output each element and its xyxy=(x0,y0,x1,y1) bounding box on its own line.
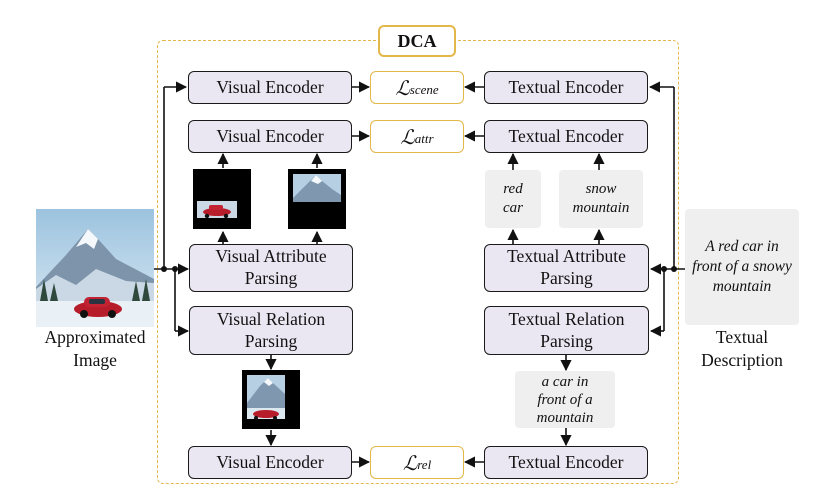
visual-attr-parsing-line2: Parsing xyxy=(244,268,298,288)
attr-phrase-1-line1: red xyxy=(503,180,523,197)
approximated-image xyxy=(36,209,154,327)
textual-description-box: A red car in front of a snowy mountain xyxy=(685,209,799,325)
visual-encoder-scene-label: Visual Encoder xyxy=(216,76,324,97)
rel-phrase-line1: a car in xyxy=(541,373,589,390)
loss-rel-subscript: rel xyxy=(417,456,432,472)
textual-attribute-parsing: Textual Attribute Parsing xyxy=(484,244,649,292)
visual-rel-parsing-line1: Visual Relation xyxy=(216,308,326,329)
loss-attr-subscript: attr xyxy=(414,130,434,146)
visual-encoder-rel: Visual Encoder xyxy=(188,446,352,479)
loss-scene-subscript: scene xyxy=(409,81,439,97)
textual-encoder-attr-label: Textual Encoder xyxy=(508,125,624,146)
approximated-caption-line2: Image xyxy=(73,349,117,370)
textual-encoder-rel: Textual Encoder xyxy=(484,446,648,479)
textual-description-caption: Textual Description xyxy=(682,326,802,372)
loss-scene-symbol: ℒ xyxy=(395,75,410,100)
visual-relation-parsing: Visual Relation Parsing xyxy=(189,306,353,355)
textual-relation-parsing: Textual Relation Parsing xyxy=(484,306,649,355)
textual-attr-phrase-snow-mountain: snow mountain xyxy=(559,170,643,228)
textual-rel-parsing-line2: Parsing xyxy=(540,330,593,351)
textual-caption-line1: Textual xyxy=(715,327,769,347)
visual-relation-mask xyxy=(242,370,300,429)
mountain-crop-image xyxy=(288,169,346,229)
textual-caption-line2: Description xyxy=(701,349,783,370)
visual-encoder-scene: Visual Encoder xyxy=(188,71,352,104)
visual-encoder-attr: Visual Encoder xyxy=(188,120,352,153)
textual-attr-parsing-line1: Textual Attribute xyxy=(507,246,626,267)
visual-encoder-attr-label: Visual Encoder xyxy=(216,125,324,146)
mountain-car-image xyxy=(36,209,154,327)
visual-attr-parsing-line1: Visual Attribute xyxy=(215,246,327,267)
textual-encoder-attr: Textual Encoder xyxy=(484,120,648,153)
visual-rel-parsing-line2: Parsing xyxy=(244,330,298,351)
car-crop-image xyxy=(193,169,251,229)
textual-encoder-rel-label: Textual Encoder xyxy=(508,451,624,472)
car-mountain-crop-image xyxy=(242,370,300,429)
textual-relation-phrase: a car in front of a mountain xyxy=(515,371,615,428)
loss-attr-symbol: ℒ xyxy=(400,124,415,149)
visual-encoder-rel-label: Visual Encoder xyxy=(216,451,324,472)
attr-phrase-2-line1: snow xyxy=(585,180,617,197)
textual-rel-parsing-line1: Textual Relation xyxy=(508,308,625,329)
loss-rel-symbol: ℒ xyxy=(402,450,418,475)
visual-attr-mask-mountain xyxy=(288,169,346,229)
visual-attr-mask-car xyxy=(193,169,251,229)
attr-phrase-1-line2: car xyxy=(503,200,523,216)
attr-phrase-2-line2: mountain xyxy=(572,200,630,216)
textual-encoder-scene: Textual Encoder xyxy=(484,71,648,104)
rel-phrase-line3: mountain xyxy=(536,409,594,426)
textual-description-text: A red car in front of a snowy mountain xyxy=(692,237,792,296)
visual-attribute-parsing: Visual Attribute Parsing xyxy=(189,244,353,292)
textual-attr-parsing-line2: Parsing xyxy=(540,268,593,288)
textual-attr-phrase-red-car: red car xyxy=(485,170,541,228)
approximated-image-caption: Approximated Image xyxy=(30,326,160,372)
approximated-caption-line1: Approximated xyxy=(44,327,146,347)
textual-encoder-scene-label: Textual Encoder xyxy=(508,76,624,97)
rel-phrase-line2: front of a xyxy=(537,391,593,408)
dca-label: DCA xyxy=(378,25,456,57)
